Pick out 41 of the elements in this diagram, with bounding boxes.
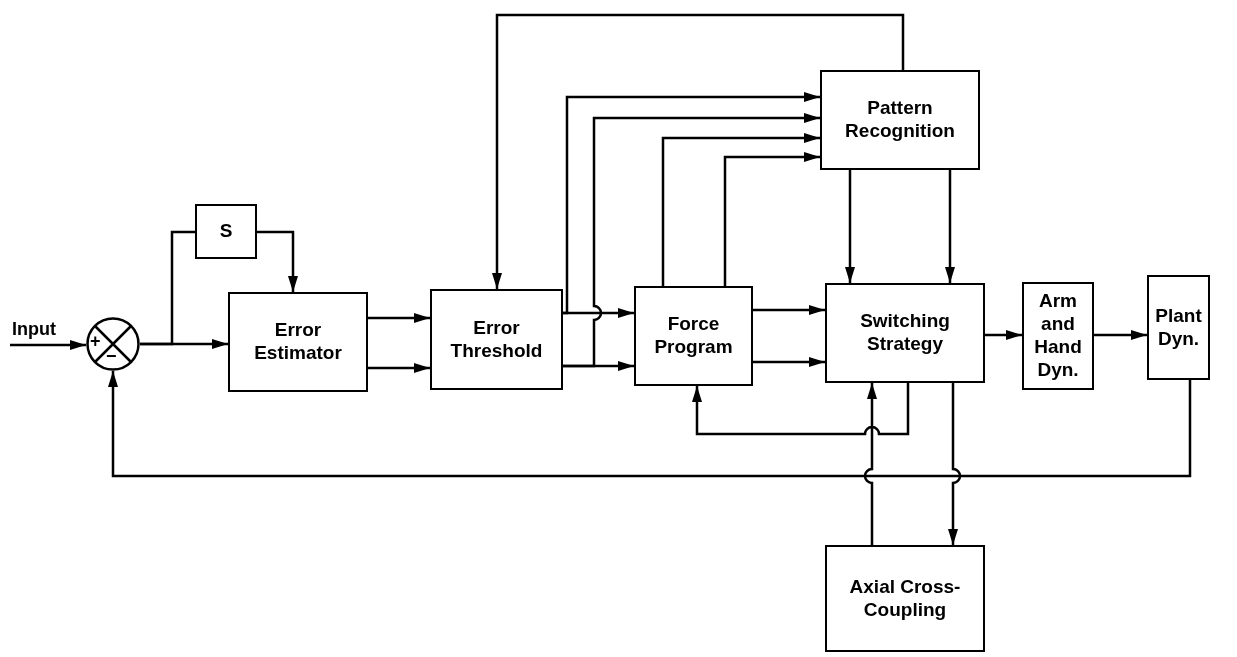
process-box [825,545,985,652]
box-label: Arm and Hand Dyn. [1033,290,1083,382]
arrow [368,313,430,323]
arrow [985,330,1022,340]
process-box [430,289,563,390]
arrow [563,113,820,368]
process-box [825,283,985,383]
arrow [1094,330,1147,340]
arrow [753,305,825,315]
arrow [692,383,910,436]
arrow [863,383,877,545]
box-label: Force Program [653,313,734,359]
edge-label: Input [12,320,56,338]
arrow [368,363,430,373]
box-label: Axial Cross- Coupling [848,575,962,622]
box-label: Switching Strategy [859,310,951,356]
summing-junction [86,317,140,371]
arrow [661,133,820,286]
arrow [723,152,820,286]
arrow [108,371,1192,478]
arrow [492,13,905,289]
process-box [634,286,753,386]
box-label: Plant Dyn. [1154,304,1203,351]
arrow [562,92,820,315]
process-box [228,292,368,392]
sign-label: − [106,347,117,365]
box-label: Error Estimator [253,319,343,365]
arrow [753,357,825,367]
process-box [195,204,257,259]
box-label: Pattern Recognition [844,97,956,143]
arrow [257,230,298,292]
box-label: Error Threshold [449,316,544,363]
process-box [820,70,980,170]
process-box [1022,282,1094,390]
arrow [945,170,955,283]
arrow [948,383,962,545]
arrow [10,340,86,350]
box-label: S [219,220,233,243]
arrow [845,170,855,283]
process-box [1147,275,1210,380]
sign-label: + [90,332,101,350]
